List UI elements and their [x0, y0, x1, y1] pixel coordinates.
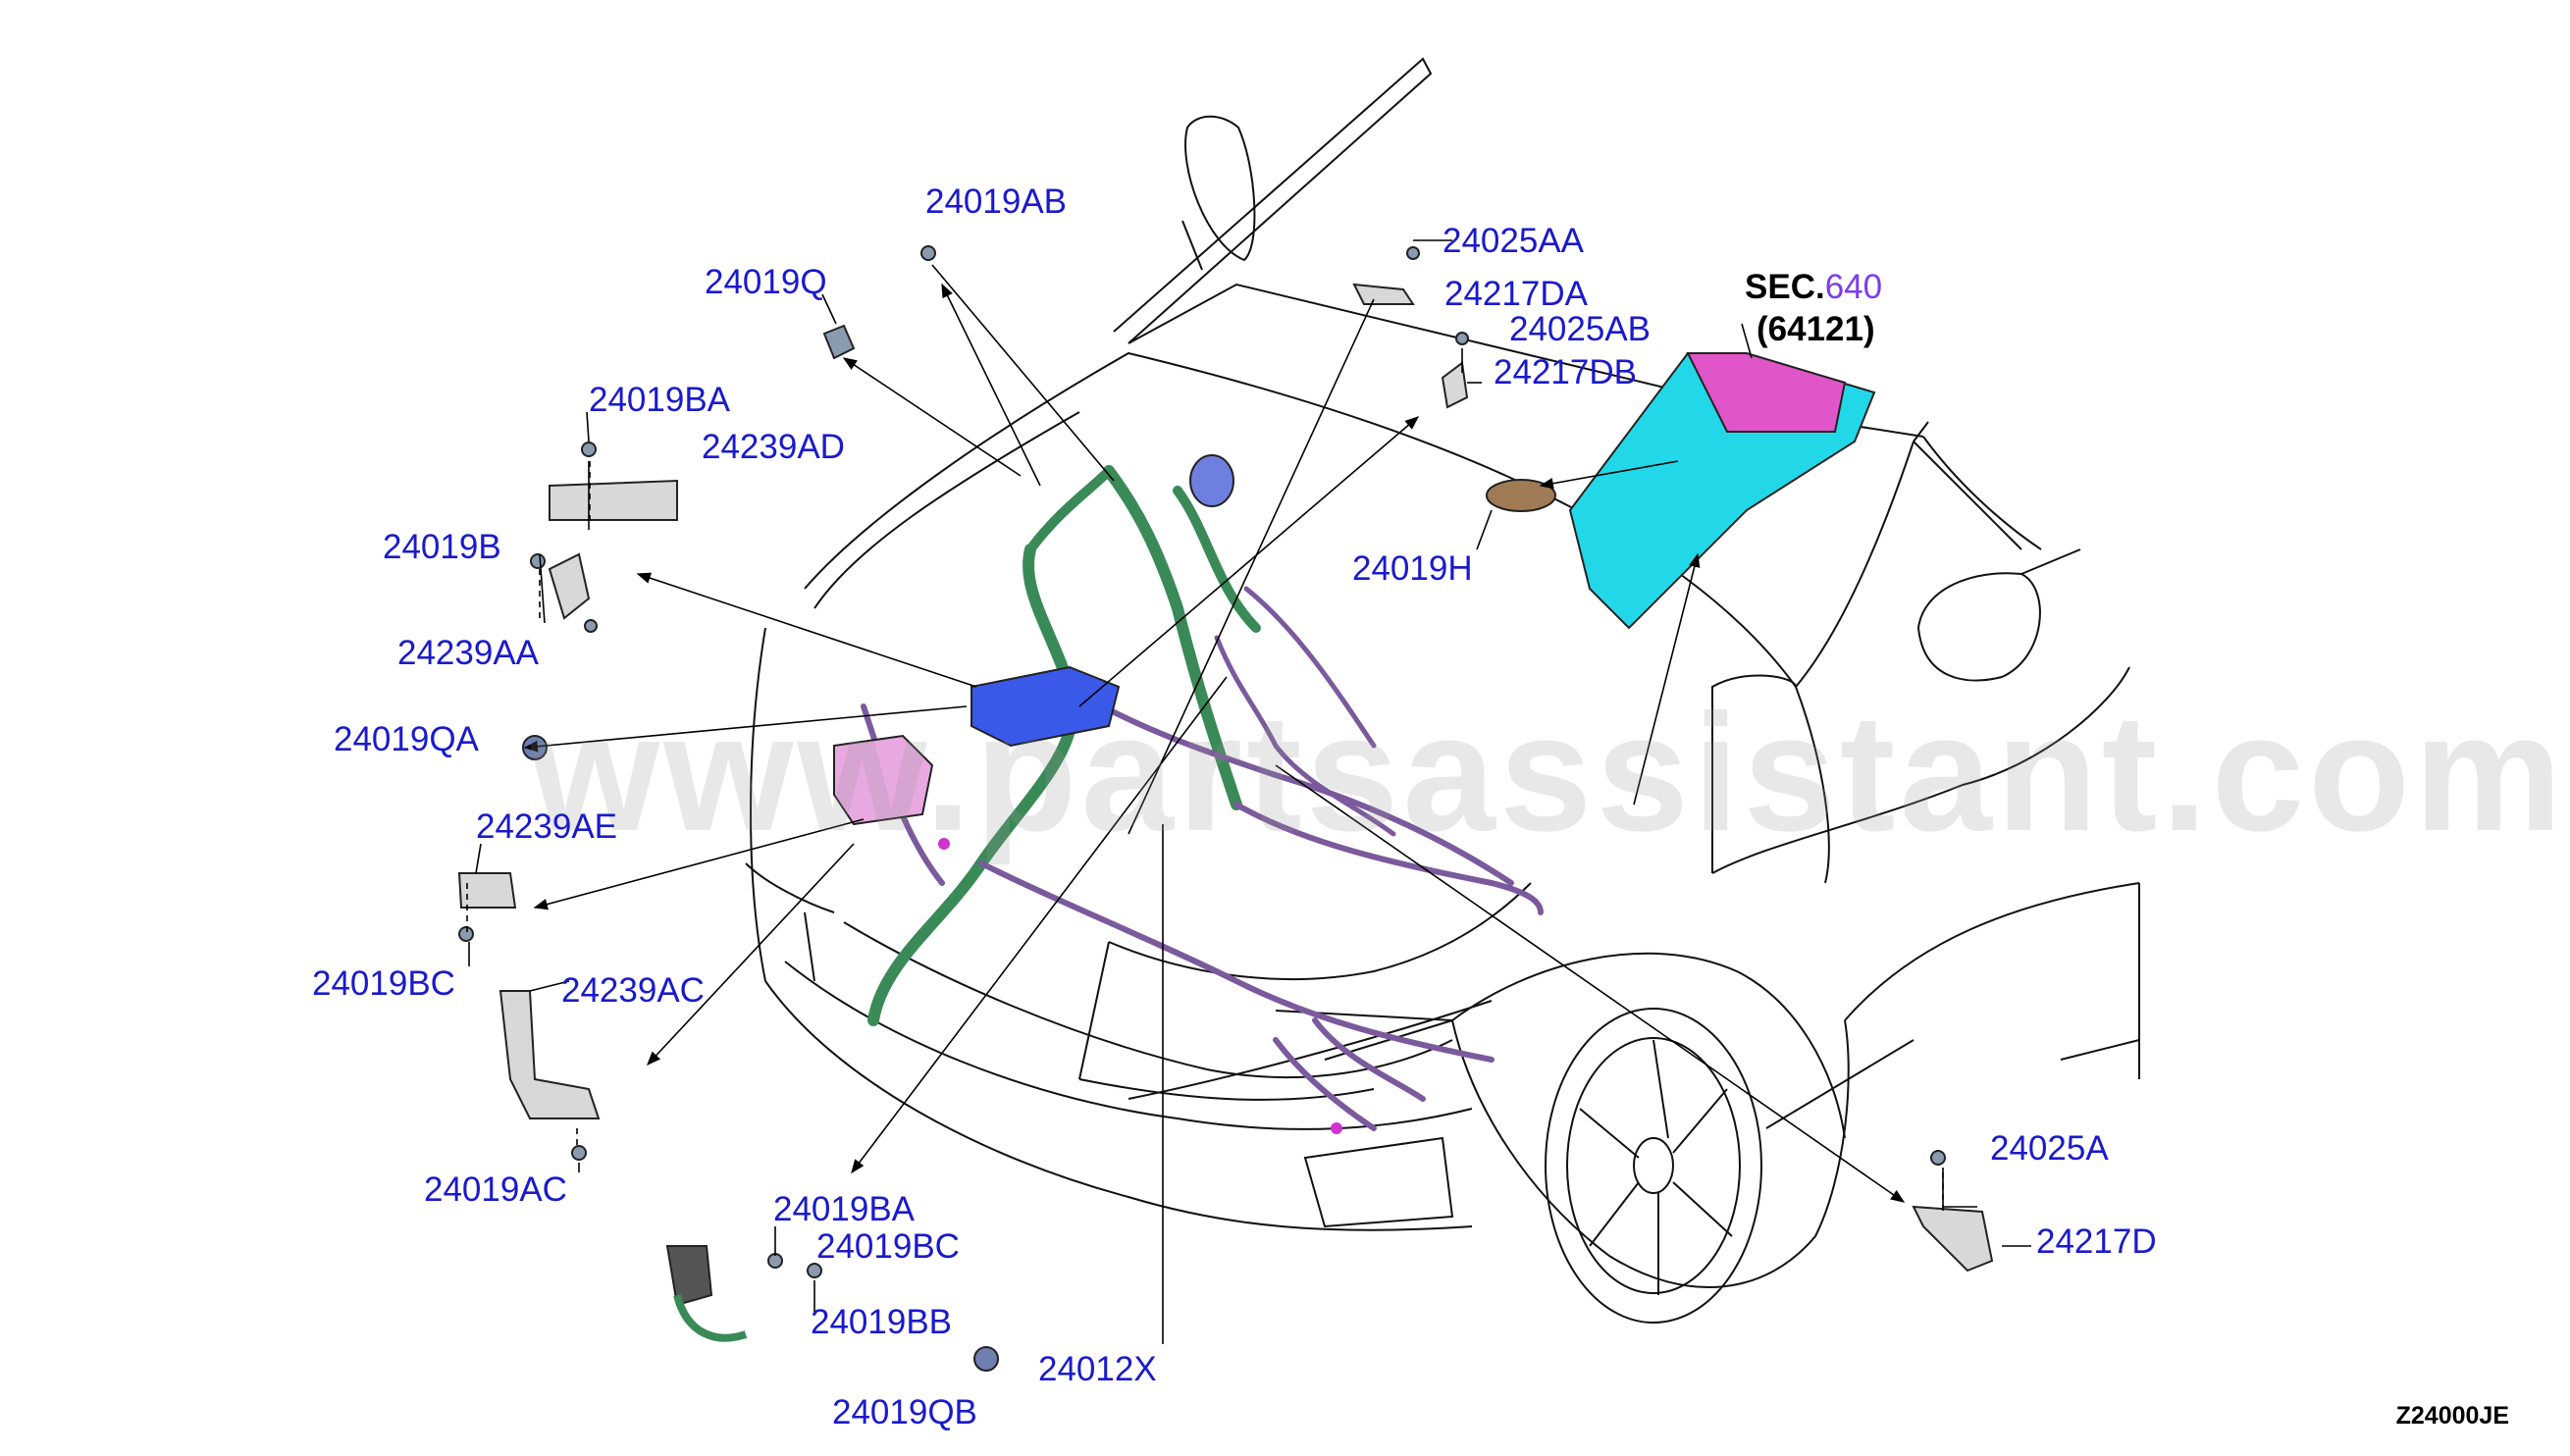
callout-24025A[interactable]: 24025A: [1990, 1129, 2109, 1168]
callout-24019BC-2[interactable]: 24019BC: [816, 1227, 960, 1266]
callout-24019AC[interactable]: 24019AC: [424, 1170, 567, 1209]
section-subref: (64121): [1757, 310, 1875, 348]
callout-24019H[interactable]: 24019H: [1352, 549, 1473, 588]
component-blocks: [833, 351, 1876, 1134]
callout-24239AD[interactable]: 24239AD: [702, 428, 845, 466]
callout-24019AB[interactable]: 24019AB: [925, 182, 1068, 221]
callout-24019BA[interactable]: 24019BA: [589, 381, 731, 419]
callout-24217DB[interactable]: 24217DB: [1494, 353, 1637, 391]
callout-24025AB[interactable]: 24025AB: [1509, 310, 1652, 348]
callout-24019QA[interactable]: 24019QA: [334, 720, 479, 758]
callout-24019BB[interactable]: 24019BB: [811, 1303, 953, 1341]
section-number: 640: [1824, 268, 1883, 306]
callout-24019B[interactable]: 24019B: [383, 528, 501, 566]
leader-lines: [468, 239, 2031, 1344]
callout-24239AE[interactable]: 24239AE: [476, 807, 618, 846]
callout-24019BC[interactable]: 24019BC: [312, 964, 455, 1003]
diagram-code: Z24000JE: [2395, 1402, 2509, 1430]
callout-24239AC[interactable]: 24239AC: [561, 971, 705, 1010]
callout-24025AA[interactable]: 24025AA: [1442, 222, 1585, 260]
callout-24019Q[interactable]: 24019Q: [705, 263, 827, 301]
callout-24012X[interactable]: 24012X: [1038, 1350, 1157, 1388]
wiring-harness: [861, 465, 1544, 1131]
callout-24239AA[interactable]: 24239AA: [397, 634, 540, 672]
dash-guides: [466, 461, 1944, 1212]
section-prefix: SEC.: [1745, 268, 1825, 306]
callout-24019BA-2[interactable]: 24019BA: [773, 1190, 916, 1228]
callout-24019QB[interactable]: 24019QB: [832, 1393, 977, 1431]
callout-24217D[interactable]: 24217D: [2036, 1222, 2157, 1261]
callout-24217DA[interactable]: 24217DA: [1444, 275, 1588, 313]
section-reference[interactable]: SEC.640: [1745, 270, 1882, 304]
